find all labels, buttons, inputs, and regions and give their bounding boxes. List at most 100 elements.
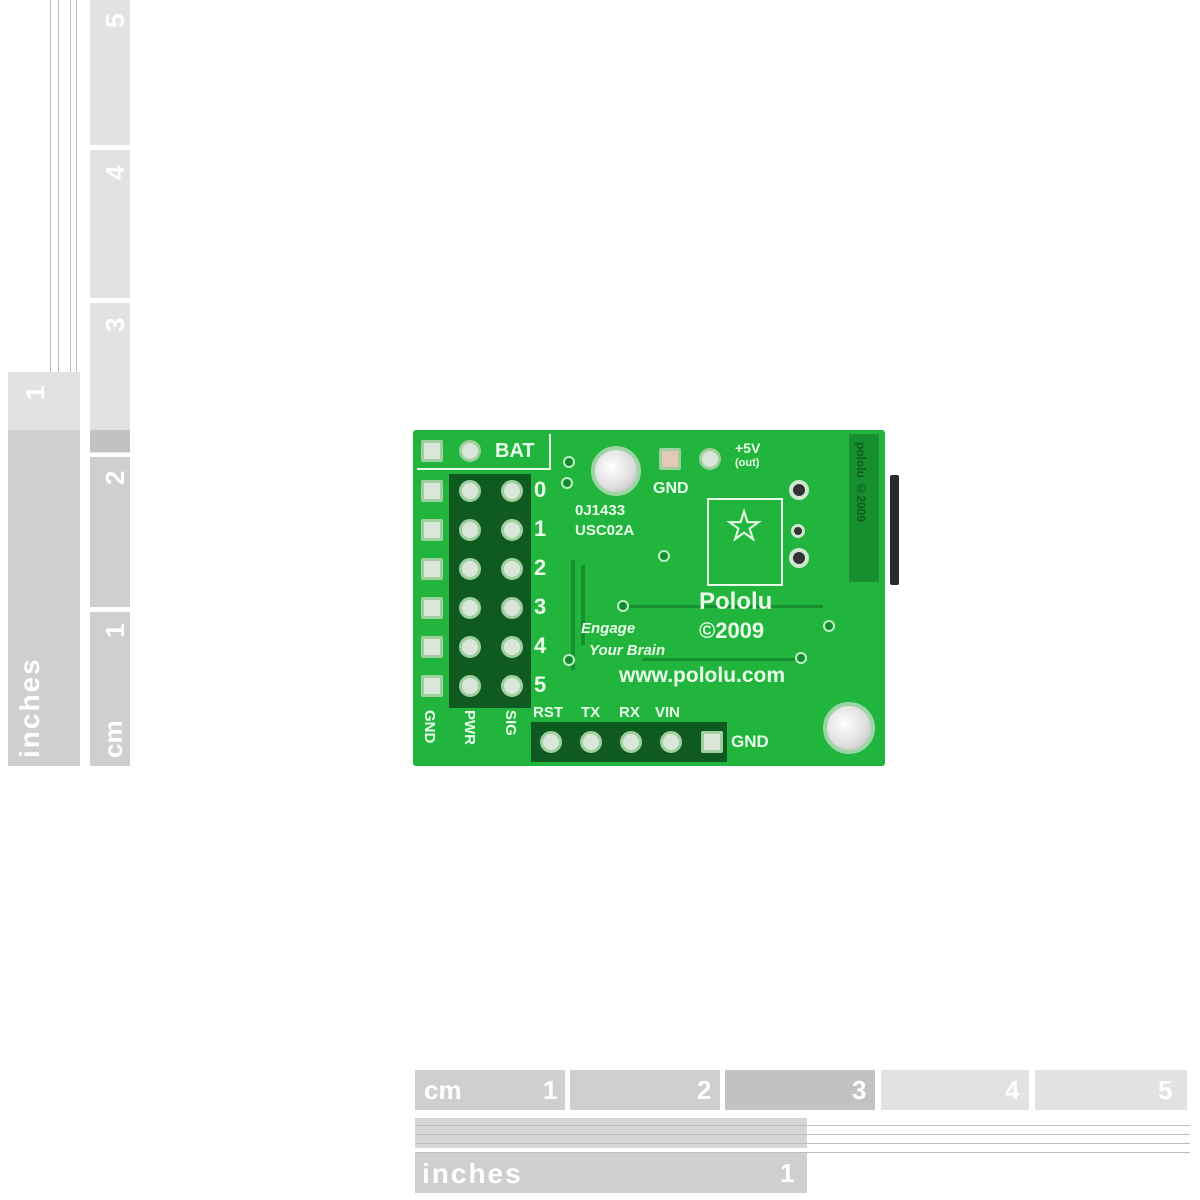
brand-name: Pololu [699, 588, 773, 615]
ruler-cm-tick-2: 2 [100, 470, 130, 485]
part-code-2: USC02A [575, 522, 635, 539]
mounting-hole-top [591, 446, 641, 496]
serial-label-vin: VIN [655, 704, 681, 721]
plus5v-label: +5V [735, 440, 761, 456]
pwr-pin-0 [459, 480, 481, 502]
ruler-cm-segment-2 [90, 430, 130, 452]
side-label-strip [849, 434, 879, 582]
ruler-cm-segment-3 [90, 303, 130, 453]
pololu-logo: ★ [707, 498, 783, 586]
ruler-cm-tick-4: 4 [100, 165, 130, 180]
trace [581, 565, 585, 645]
gnd-pin-4 [421, 636, 443, 658]
ruler-inches-label: inches [14, 657, 45, 758]
channel-number-0: 0 [534, 477, 547, 502]
ruler-cm-tick-1: 1 [100, 623, 130, 638]
ruler-line [415, 1134, 1190, 1135]
side-text: pololu ©2009 [854, 442, 868, 523]
ruler-inches-label: inches [422, 1158, 523, 1189]
ruler-line [415, 1125, 1190, 1126]
via [617, 600, 629, 612]
channel-number-5: 5 [534, 672, 547, 697]
channel-number-3: 3 [534, 594, 547, 619]
header-strip-sig [489, 474, 531, 708]
slogan-line-1: Engage [581, 620, 636, 637]
ruler-cm-tick-2: 2 [697, 1075, 712, 1105]
serial-label-rst: RST [533, 704, 563, 721]
trace [623, 605, 823, 608]
serial-pin-gnd [701, 731, 723, 753]
ruler-cm-tick-5: 5 [1158, 1075, 1173, 1105]
part-code-1: 0J1433 [575, 502, 626, 519]
out-label: (out) [735, 457, 760, 469]
serial-pin-tx [580, 731, 602, 753]
column-label-gnd: GND [421, 710, 438, 744]
sig-pin-1 [501, 519, 523, 541]
serial-pin-rst [540, 731, 562, 753]
column-label-sig: SIG [502, 710, 519, 736]
channel-number-4: 4 [534, 633, 547, 658]
channel-number-1: 1 [534, 516, 547, 541]
copyright-text: ©2009 [699, 618, 765, 643]
bat-silkscreen-box [417, 434, 551, 470]
sig-pin-3 [501, 597, 523, 619]
gnd-pin-3 [421, 597, 443, 619]
pwr-pin-5 [459, 675, 481, 697]
serial-pin-rx [620, 731, 642, 753]
star-logo-icon: ★ [726, 505, 762, 549]
pcb-board: BAT 0 1 2 3 4 5 GND PWR SIG GND +5V (out… [413, 430, 885, 766]
ruler-cm-tick-3: 3 [852, 1075, 867, 1105]
ruler-inch-tick-1: 1 [780, 1158, 795, 1188]
bat-gnd-pad [421, 440, 443, 462]
mounting-hole-bottom [823, 702, 875, 754]
bat-label: BAT [495, 440, 535, 462]
ruler-cm-segment-3 [725, 1070, 875, 1110]
via [563, 654, 575, 666]
ruler-cm-segment-5 [90, 0, 130, 145]
ruler-inch-segment-1 [8, 430, 80, 766]
plus5v-pad [699, 448, 721, 470]
ruler-line [415, 1143, 1190, 1144]
ruler-cm-tick-5: 5 [100, 13, 130, 28]
through-hole [789, 548, 809, 568]
sig-pin-0 [501, 480, 523, 502]
ruler-cm-label: cm [424, 1075, 462, 1105]
gnd-pin-5 [421, 675, 443, 697]
slogan-line-2: Your Brain [589, 642, 666, 659]
via [563, 456, 575, 468]
pwr-pin-4 [459, 636, 481, 658]
pwr-pin-3 [459, 597, 481, 619]
pwr-pin-2 [459, 558, 481, 580]
via [823, 620, 835, 632]
website-text: www.pololu.com [619, 664, 786, 687]
serial-label-tx: TX [581, 704, 601, 721]
ruler-inch-segment-upper [8, 372, 80, 430]
via [658, 550, 670, 562]
ruler-cm-label: cm [98, 720, 128, 758]
trace [643, 658, 803, 661]
through-hole [791, 524, 805, 538]
ruler-inch-segment-1 [415, 1153, 807, 1193]
serial-label-rx: RX [619, 704, 640, 721]
sig-pin-4 [501, 636, 523, 658]
ruler-cm-segment-5 [1035, 1070, 1187, 1110]
column-label-pwr: PWR [461, 710, 478, 745]
usb-connector [890, 475, 899, 585]
bat-pwr-pad [459, 440, 481, 462]
gnd-pin-1 [421, 519, 443, 541]
ruler-cm-tick-1: 1 [543, 1075, 558, 1105]
gnd-top-label: GND [653, 480, 689, 497]
ruler-cm-segment-4 [90, 150, 130, 298]
via [561, 477, 573, 489]
ruler-line [415, 1152, 1190, 1153]
trace [571, 560, 575, 670]
channel-number-2: 2 [534, 555, 547, 580]
sig-pin-2 [501, 558, 523, 580]
gnd-pin-0 [421, 480, 443, 502]
ruler-inch-tick-1: 1 [20, 385, 50, 400]
serial-pin-vin [660, 731, 682, 753]
via [795, 652, 807, 664]
ruler-cm-segment-2 [570, 1070, 720, 1110]
ruler-cm-segment-4 [881, 1070, 1029, 1110]
ruler-cm-tick-4: 4 [1005, 1075, 1020, 1105]
